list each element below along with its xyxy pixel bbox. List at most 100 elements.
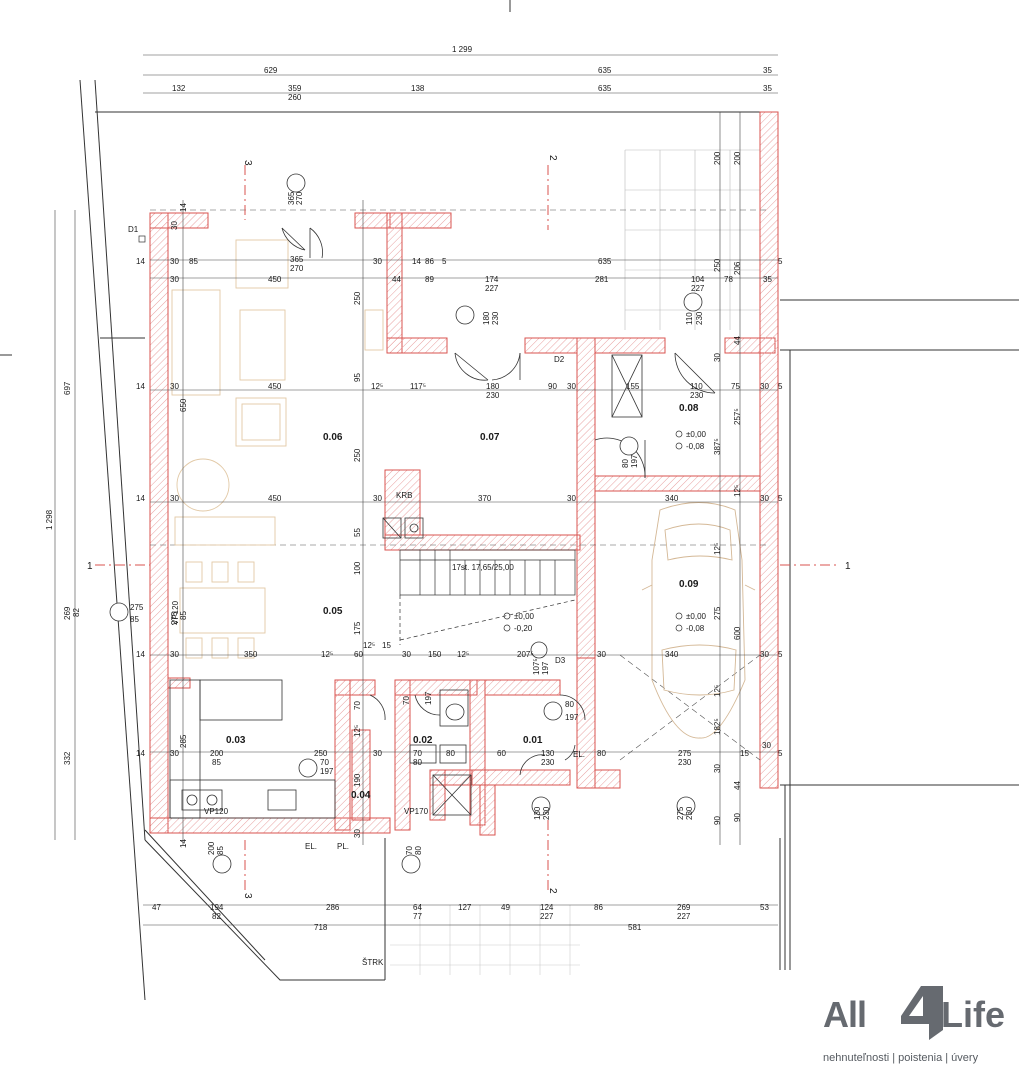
- svg-text:270: 270: [295, 191, 304, 205]
- inner-dims-row5: 14 30 350 12⁵ 60 12⁵ 15 30 150 12⁵ 207⁵ …: [136, 641, 783, 659]
- svg-text:230: 230: [678, 758, 692, 767]
- svg-text:80: 80: [414, 846, 423, 855]
- svg-text:450: 450: [268, 275, 282, 284]
- svg-text:14: 14: [179, 203, 188, 212]
- svg-text:5: 5: [778, 749, 783, 758]
- svg-text:85: 85: [212, 758, 221, 767]
- svg-text:180: 180: [482, 311, 491, 325]
- svg-text:110: 110: [690, 382, 703, 391]
- svg-text:80: 80: [621, 459, 630, 468]
- svg-text:12⁵: 12⁵: [713, 685, 722, 697]
- dim-bot-9: 124: [540, 903, 554, 912]
- room-0-01: 0.01: [523, 735, 543, 746]
- svg-text:12⁵: 12⁵: [457, 650, 469, 659]
- inner-dims-row1: 14 30 85 365 270 30 14 86 5 635 5: [136, 255, 783, 273]
- dim-total: 1 299: [452, 45, 473, 54]
- svg-text:30: 30: [760, 650, 769, 659]
- svg-text:30: 30: [373, 749, 382, 758]
- dim-top-8: 635: [598, 84, 612, 93]
- svg-text:14: 14: [136, 749, 145, 758]
- dim-bot-1: 47: [152, 903, 161, 912]
- svg-text:387⁵: 387⁵: [713, 438, 722, 455]
- label-vp170: VP170: [404, 807, 429, 816]
- room-0-04: 0.04: [351, 790, 371, 801]
- svg-text:15: 15: [382, 641, 391, 650]
- furniture: [171, 239, 384, 659]
- dim-bot-8: 49: [501, 903, 510, 912]
- svg-text:30: 30: [170, 749, 179, 758]
- logo-text-life: Life: [941, 994, 1006, 1035]
- svg-text:14: 14: [136, 257, 145, 266]
- svg-text:197: 197: [630, 454, 639, 468]
- svg-text:200: 200: [210, 749, 224, 758]
- svg-text:200: 200: [713, 151, 722, 165]
- svg-text:230: 230: [685, 806, 694, 820]
- label-el-2: EL.: [573, 750, 585, 759]
- svg-text:30: 30: [170, 650, 179, 659]
- svg-text:12⁵: 12⁵: [353, 725, 362, 737]
- svg-text:30: 30: [597, 650, 606, 659]
- svg-text:14: 14: [412, 257, 421, 266]
- room-0-05: 0.05: [323, 606, 343, 617]
- svg-text:230: 230: [695, 311, 704, 325]
- svg-text:281: 281: [595, 275, 609, 284]
- svg-text:100: 100: [353, 561, 362, 575]
- dim-bot-4: 286: [326, 903, 340, 912]
- svg-text:30: 30: [567, 382, 576, 391]
- svg-text:30: 30: [170, 275, 179, 284]
- dim-top-4: 132: [172, 84, 186, 93]
- svg-text:85: 85: [189, 257, 198, 266]
- svg-text:12⁵: 12⁵: [321, 650, 333, 659]
- svg-text:30: 30: [567, 494, 576, 503]
- label-pl: PL.: [337, 842, 349, 851]
- axis-3-bottom: 3: [242, 893, 253, 899]
- svg-text:44: 44: [733, 781, 742, 790]
- label-vp120-bottom: VP120: [204, 807, 229, 816]
- label-strk: ŠTRK: [362, 958, 384, 967]
- dim-left-1: 697: [63, 381, 72, 395]
- window-markers: [109, 173, 703, 874]
- svg-text:365: 365: [287, 191, 296, 205]
- axis-labels: 1 1 3 3 2 2: [87, 155, 851, 899]
- room-0-06: 0.06: [323, 432, 343, 443]
- svg-text:30: 30: [760, 494, 769, 503]
- svg-text:370: 370: [478, 494, 492, 503]
- room-0-09: 0.09: [679, 579, 699, 590]
- bottom-dimensions: 47 194 82 286 64 77 127 49 124 227 86 26…: [152, 903, 769, 932]
- svg-text:117⁵: 117⁵: [410, 382, 426, 391]
- svg-text:340: 340: [665, 494, 679, 503]
- vertical-dims: 365 270 14 30 250 95 650 250 55 100 175 …: [130, 151, 742, 855]
- svg-text:85: 85: [130, 615, 139, 624]
- svg-text:250: 250: [353, 291, 362, 305]
- misc-labels: D1 D2 D3 KRB 17st. 17,65/25,00 VP120 VP1…: [128, 225, 585, 967]
- svg-text:174: 174: [485, 275, 499, 284]
- level-0-05-a: ±0,00: [514, 612, 535, 621]
- svg-text:30: 30: [353, 829, 362, 838]
- axis-1-right: 1: [845, 561, 851, 572]
- svg-text:60: 60: [497, 749, 506, 758]
- site-boundary: [0, 0, 1019, 1001]
- level-0-08-b: -0,08: [686, 442, 705, 451]
- svg-text:70: 70: [402, 696, 411, 705]
- dim-bot-14: 53: [760, 903, 769, 912]
- logo-tagline: nehnuteľnosti | poistenia | úvery: [823, 1052, 979, 1064]
- section-axes: [95, 165, 840, 890]
- level-0-09-b: -0,08: [686, 624, 705, 633]
- room-0-07: 0.07: [480, 432, 500, 443]
- inner-dims-row2: 30 450 44 89 174 227 281 104 227 78 35: [170, 275, 772, 293]
- svg-text:285: 285: [179, 734, 188, 748]
- dim-top-7: 138: [411, 84, 425, 93]
- svg-text:155: 155: [626, 382, 640, 391]
- svg-text:70: 70: [405, 846, 414, 855]
- dim-bot-5: 64: [413, 903, 422, 912]
- svg-text:190: 190: [353, 773, 362, 787]
- svg-text:85: 85: [216, 846, 225, 855]
- room-0-02: 0.02: [413, 735, 433, 746]
- svg-text:200: 200: [207, 841, 216, 855]
- svg-text:70: 70: [353, 701, 362, 710]
- svg-text:275: 275: [676, 806, 685, 820]
- svg-text:44: 44: [392, 275, 401, 284]
- svg-text:227: 227: [691, 284, 705, 293]
- svg-text:12⁵: 12⁵: [713, 543, 722, 555]
